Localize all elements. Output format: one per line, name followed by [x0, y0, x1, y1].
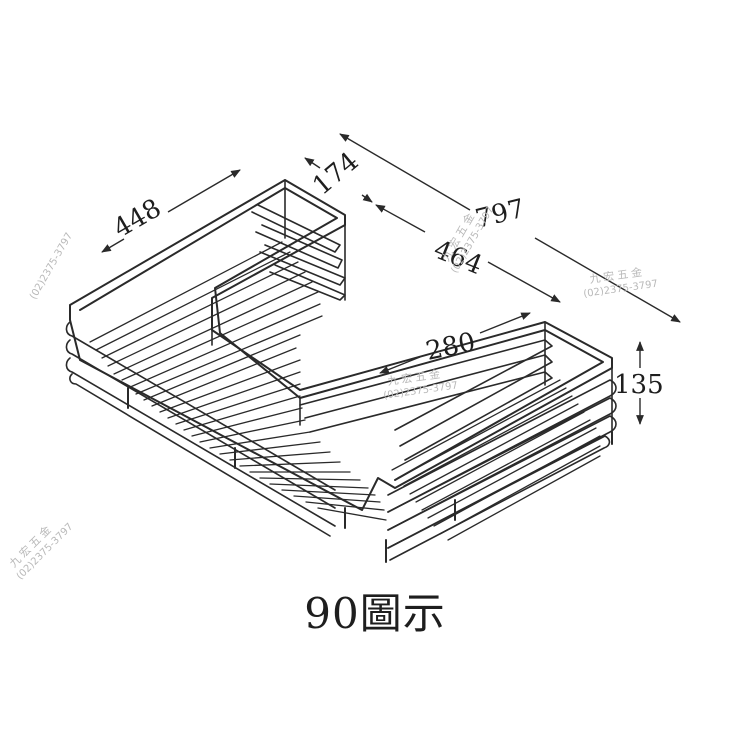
basket-top-rim — [69, 179, 613, 511]
dim-448-line-a — [101, 238, 125, 253]
floor-wires — [89, 241, 387, 521]
dim-797-line-a — [339, 133, 471, 211]
dim-464-line-b — [487, 261, 561, 303]
dim-280-line-a — [379, 356, 421, 374]
dim-174-line-b — [361, 193, 373, 203]
left-wall-rails — [65, 321, 336, 537]
rear-wall-rails — [251, 179, 346, 301]
watermark-4: 九宏五金 (02)2375-3797 — [6, 521, 75, 583]
floor-wires-right — [391, 379, 601, 541]
inner-step-rails — [211, 329, 553, 461]
basket-top-rim-inner — [79, 187, 604, 481]
watermark-1: 九宏五金 (02)2375-3797 — [583, 264, 659, 300]
dim-797-line-b — [534, 237, 681, 323]
watermark-2: 九宏五金 (02)2375-3797 — [383, 366, 459, 401]
front-wall-rails — [387, 321, 617, 561]
dim-448-line-b — [167, 169, 241, 213]
dim-464-line-a — [375, 204, 426, 233]
diagram-caption: 90圖示 — [304, 589, 446, 638]
watermark-phone: (02)2375-3797 — [28, 231, 75, 301]
basket-feet — [127, 387, 613, 563]
dim-label-135: 135 — [614, 370, 664, 400]
dimension-lines — [101, 133, 681, 425]
dim-174-line-a — [304, 157, 321, 169]
dim-label-174: 174 — [307, 146, 364, 201]
dim-label-280: 280 — [423, 327, 478, 367]
corner-wire-basket — [65, 179, 617, 563]
watermark-5: (02)2375-3797 — [28, 231, 75, 301]
dim-label-448: 448 — [109, 193, 167, 244]
dim-280-line-b — [479, 312, 531, 334]
